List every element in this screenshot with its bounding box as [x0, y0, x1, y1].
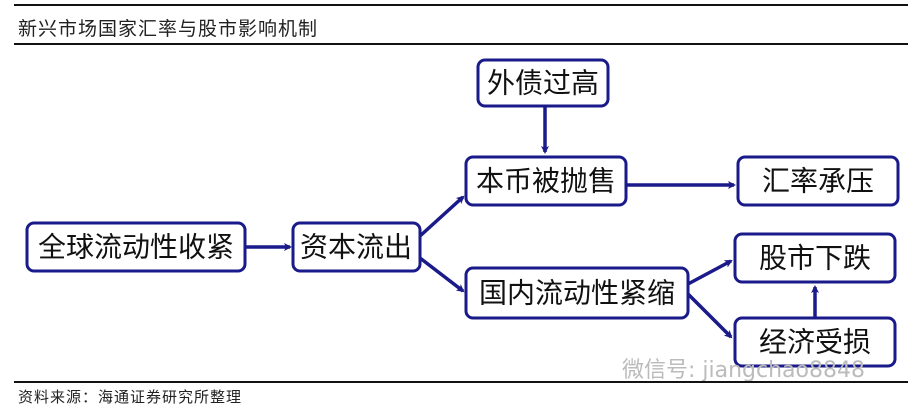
top-rule: [14, 4, 908, 6]
arrow-outflow-to-currency: [418, 195, 465, 238]
node-label: 资本流出: [300, 231, 412, 264]
node-label: 本币被抛售: [476, 165, 616, 198]
watermark: 微信号: jiangchao8848: [622, 358, 865, 383]
arrow-domestic-to-stock: [687, 259, 733, 286]
source-note: 资料来源：海通证券研究所整理: [18, 388, 243, 406]
node-economy-hurt: 经济受损: [733, 316, 897, 368]
node-foreign-debt: 外债过高: [476, 58, 610, 108]
node-currency-sold: 本币被抛售: [464, 155, 628, 207]
node-label: 股市下跌: [759, 242, 871, 275]
node-domestic-tightening: 国内流动性紧缩: [464, 266, 690, 320]
node-label: 外债过高: [487, 67, 599, 100]
node-capital-outflow: 资本流出: [291, 221, 422, 273]
arrow-domestic-to-economy: [686, 292, 733, 339]
node-stock-fall: 股市下跌: [733, 232, 897, 284]
node-global-tightening: 全球流动性收紧: [25, 221, 247, 273]
figure-title: 新兴市场国家汇率与股市影响机制: [18, 18, 319, 40]
bottom-rule: [14, 381, 908, 383]
arrow-outflow-to-domestic: [418, 256, 465, 293]
node-fx-pressure: 汇率承压: [736, 155, 900, 207]
node-label: 经济受损: [759, 326, 871, 359]
node-label: 汇率承压: [762, 165, 874, 198]
node-label: 国内流动性紧缩: [479, 277, 675, 310]
node-label: 全球流动性收紧: [38, 231, 234, 264]
title-rule: [14, 43, 908, 45]
